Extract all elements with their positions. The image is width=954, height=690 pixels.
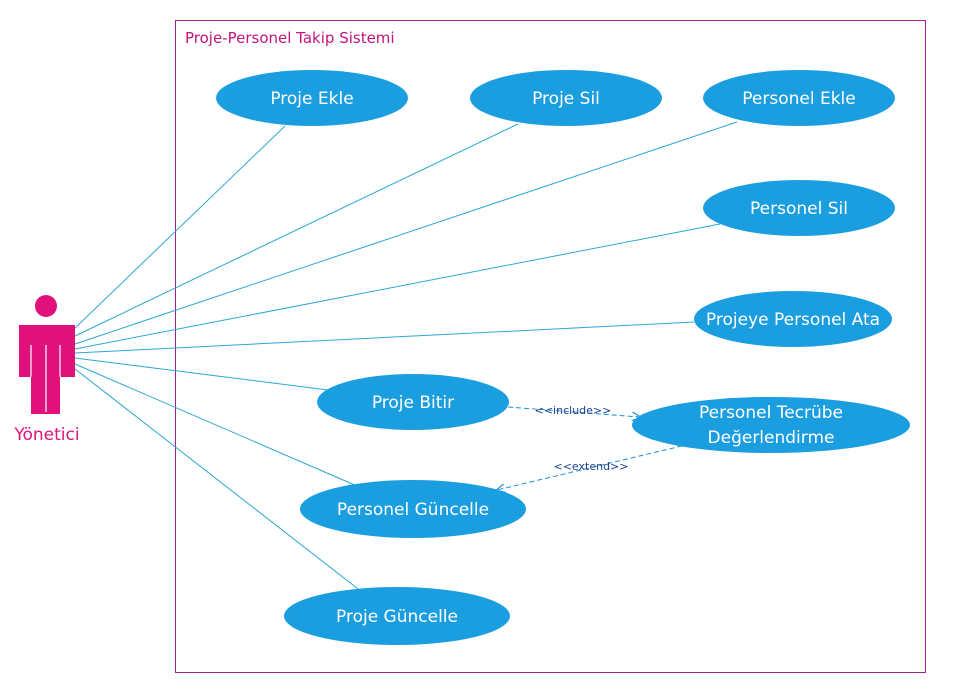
use-case-label: Proje Ekle: [270, 89, 353, 109]
include-line: [507, 406, 640, 417]
stick-figure-icon: [19, 295, 75, 414]
use-case-proje-bitir[interactable]: Proje Bitir: [317, 374, 509, 430]
use-case-personel-guncelle[interactable]: Personel Güncelle: [300, 480, 526, 538]
association-proje-ekle: [74, 125, 286, 329]
use-case-label: Personel Ekle: [742, 89, 855, 109]
use-case-proje-ekle[interactable]: Proje Ekle: [216, 70, 408, 126]
use-case-label: Proje Sil: [532, 89, 600, 109]
use-case-personel-sil[interactable]: Personel Sil: [703, 180, 895, 236]
association-projeye-personel-ata: [74, 321, 695, 354]
use-case-personel-ekle[interactable]: Personel Ekle: [703, 70, 895, 126]
use-case-personel-tecrube-degerlendirme[interactable]: Personel Tecrübe Değerlendirme: [632, 397, 910, 453]
actor-yonetici[interactable]: Yönetici: [13, 295, 80, 445]
association-personel-ekle: [74, 121, 738, 345]
association-proje-sil: [74, 123, 519, 337]
use-case-label: Personel Sil: [750, 199, 848, 219]
system-boundary: [175, 20, 926, 673]
use-case-projeye-personel-ata[interactable]: Projeye Personel Ata: [694, 291, 892, 347]
actor-label: Yönetici: [13, 425, 79, 445]
system-title: Proje-Personel Takip Sistemi: [185, 29, 395, 47]
use-case-label-line2: Değerlendirme: [708, 428, 835, 448]
use-case-label-line1: Personel Tecrübe: [699, 403, 843, 423]
use-case-label: Proje Güncelle: [336, 607, 458, 627]
use-case-label: Proje Bitir: [372, 393, 454, 413]
extend-label: <<extend>>: [554, 460, 629, 473]
extend-line: [497, 443, 691, 490]
association-proje-bitir: [74, 357, 329, 391]
use-case-label: Personel Güncelle: [337, 500, 489, 520]
association-lines: [74, 121, 738, 593]
use-case-label: Projeye Personel Ata: [706, 310, 880, 330]
association-proje-guncelle: [74, 368, 363, 593]
include-label: <<include>>: [535, 404, 612, 417]
association-personel-sil: [74, 223, 721, 350]
association-personel-guncelle: [74, 363, 358, 487]
use-case-proje-sil[interactable]: Proje Sil: [470, 70, 662, 126]
use-case-proje-guncelle[interactable]: Proje Güncelle: [284, 587, 510, 645]
